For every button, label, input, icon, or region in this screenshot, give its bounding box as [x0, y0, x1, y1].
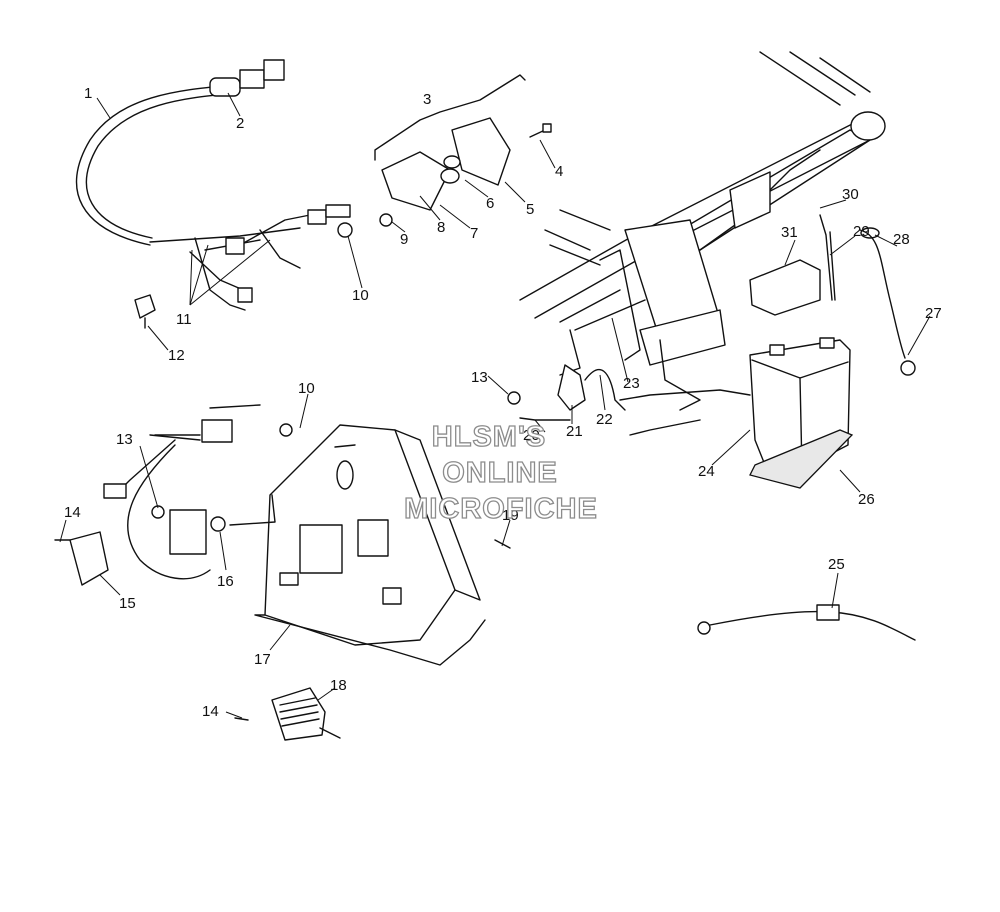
callout-30: 30 [842, 186, 859, 203]
callout-2: 2 [236, 115, 244, 132]
callout-9: 9 [400, 231, 408, 248]
callout-24: 24 [698, 463, 715, 480]
callout-14-repeat: 14 [202, 703, 219, 720]
wiring-harness-drawing [75, 59, 351, 311]
callout-3: 3 [423, 91, 431, 108]
callout-15: 15 [119, 595, 136, 612]
callout-14: 14 [64, 504, 81, 521]
callout-26: 26 [858, 491, 875, 508]
watermark-line-3: MICROFICHE [404, 493, 598, 525]
callout-25: 25 [828, 556, 845, 573]
callout-16: 16 [217, 573, 234, 590]
callout-18: 18 [330, 677, 347, 694]
callout-labels: 1 2 3 4 5 6 7 8 9 10 11 12 13 14 15 16 1… [64, 85, 942, 720]
callout-5: 5 [526, 201, 534, 218]
callout-12: 12 [168, 347, 185, 364]
callout-23: 23 [623, 375, 640, 392]
callout-8: 8 [437, 219, 445, 236]
callout-20: 20 [523, 427, 540, 444]
frame-drawing [519, 51, 886, 411]
callout-1: 1 [84, 85, 92, 102]
regulator-drawing [234, 687, 341, 741]
callout-27: 27 [925, 305, 942, 322]
callout-17: 17 [254, 651, 271, 668]
callout-28: 28 [893, 231, 910, 248]
watermark-line-2: ONLINE [442, 457, 558, 489]
callout-10-repeat: 10 [298, 380, 315, 397]
callout-31: 31 [781, 224, 798, 241]
battery-area-drawing [507, 214, 916, 489]
callout-6: 6 [486, 195, 494, 212]
cable-25-drawing [697, 604, 916, 641]
callout-21: 21 [566, 423, 583, 440]
callout-4: 4 [555, 163, 563, 180]
callout-19: 19 [502, 507, 519, 524]
callout-13: 13 [471, 369, 488, 386]
callout-29: 29 [853, 223, 870, 240]
part-12-drawing [134, 294, 156, 329]
watermark: HLSM'S ONLINE MICROFICHE [404, 420, 598, 525]
watermark-line-1: HLSM'S [432, 421, 546, 453]
electrical-plate-drawing [54, 404, 511, 666]
tail-light-drawing [337, 74, 552, 238]
callout-22: 22 [596, 411, 613, 428]
callout-13-repeat: 13 [116, 431, 133, 448]
leader-lines [59, 92, 931, 719]
callout-11: 11 [176, 311, 192, 328]
callout-10: 10 [352, 287, 369, 304]
callout-7: 7 [470, 225, 478, 242]
